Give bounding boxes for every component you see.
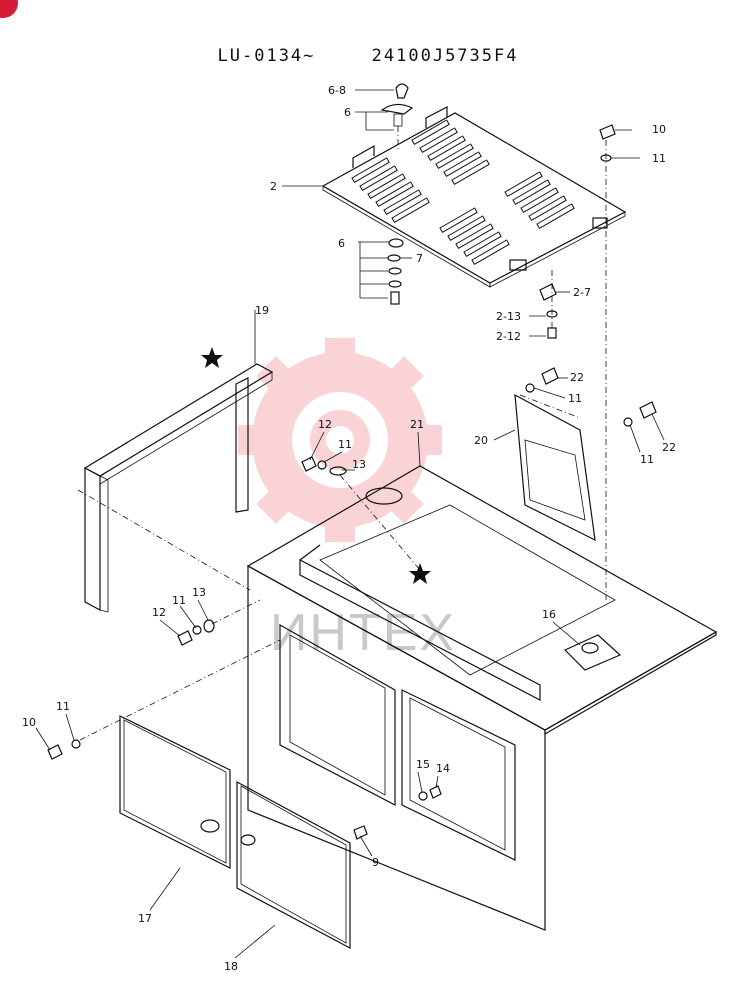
callout-7: 7 (416, 252, 423, 265)
main-housing (246, 465, 718, 931)
callout-17: 17 (138, 912, 152, 925)
callout-6-8: 6-8 (328, 84, 346, 97)
callout-12a: 12 (318, 418, 332, 431)
callout-11d: 11 (640, 453, 654, 466)
corner-badge (0, 0, 18, 18)
door-left (119, 715, 231, 869)
watermark-text: ИНТЕХ (270, 604, 456, 662)
callout-11f: 11 (56, 700, 70, 713)
callout-2-7: 2-7 (573, 286, 591, 299)
callout-9: 9 (372, 856, 379, 869)
callout-2-13: 2-13 (496, 310, 521, 323)
callout-18: 18 (224, 960, 238, 973)
callout-12b: 12 (152, 606, 166, 619)
callout-16: 16 (542, 608, 556, 621)
callout-13b: 13 (192, 586, 206, 599)
callout-labels: 6-8 6 10 11 2 6 7 2-7 2-13 2-12 19 22 11… (22, 84, 676, 973)
latch-assembly (380, 83, 414, 150)
callout-6a: 6 (344, 106, 351, 119)
serial-range: LU-0134~ (217, 46, 316, 66)
star-marker-icon (201, 347, 431, 584)
callout-22b: 22 (662, 441, 676, 454)
fastener-stack (358, 238, 404, 305)
center-fasteners (301, 456, 421, 571)
callout-6b: 6 (338, 237, 345, 250)
callout-11a: 11 (652, 152, 666, 165)
callout-10b: 10 (22, 716, 36, 729)
callout-15: 15 (416, 758, 430, 771)
callout-11b: 11 (568, 392, 582, 405)
diagram-header: LU-0134~ 24100J5735F4 (0, 46, 736, 66)
hinge-hardware (539, 270, 558, 339)
bolt-cluster-right (519, 367, 657, 427)
callout-20: 20 (474, 434, 488, 447)
callout-22a: 22 (570, 371, 584, 384)
grille-panel (514, 393, 596, 542)
callout-11e: 11 (172, 594, 186, 607)
callout-2-12: 2-12 (496, 330, 521, 343)
frame-bracket (77, 310, 274, 613)
callout-2: 2 (270, 180, 277, 193)
hood-panel (321, 106, 627, 288)
door-fasteners (47, 599, 442, 840)
door-right (236, 780, 351, 949)
leader-lines (35, 89, 665, 959)
part-number: 24100J5735F4 (371, 46, 519, 66)
watermark-gear-icon (238, 338, 442, 542)
callout-21: 21 (410, 418, 424, 431)
callout-10a: 10 (652, 123, 666, 136)
callout-11c: 11 (338, 438, 352, 451)
callout-13a: 13 (352, 458, 366, 471)
callout-14: 14 (436, 762, 450, 775)
callout-19: 19 (255, 304, 269, 317)
bolt-top-right (599, 124, 616, 600)
